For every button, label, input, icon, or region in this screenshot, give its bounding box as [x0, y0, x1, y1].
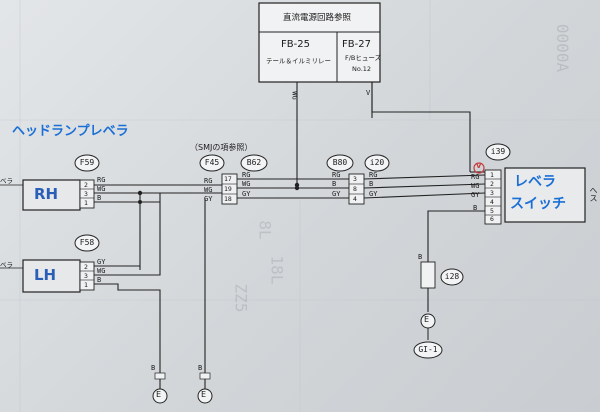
lh-label: LH [34, 266, 57, 284]
f45-wire-label-out: RG [242, 171, 251, 179]
right-edge-label: へス [589, 186, 598, 202]
lh-pin: 3 [84, 272, 88, 280]
connector-b80: B80 [332, 158, 348, 167]
b80-pin: 4 [353, 195, 357, 203]
ground-e-right: E [201, 390, 207, 399]
connector-i28: i28 [444, 272, 460, 281]
rh-wire-label: B [97, 194, 102, 202]
i28-wire-label: B [418, 253, 423, 261]
rh-pin: 1 [84, 199, 88, 207]
switch-wire-label: B [473, 204, 478, 212]
fb27-number: No.12 [352, 65, 372, 73]
connector-f59: F59 [79, 158, 95, 167]
f45-wire-label-out: WG [242, 180, 251, 188]
fb27-label: FB-27 [342, 39, 371, 50]
b80-pin: 3 [353, 175, 357, 183]
f45-pin: 19 [224, 185, 232, 193]
b80-wire-label-out: B [369, 180, 374, 188]
connector-i20: i20 [369, 158, 385, 167]
switch-pin: 6 [490, 215, 494, 223]
f45-wire-label: RG [204, 177, 213, 185]
ground-e-left: E [156, 390, 162, 399]
ghost-text: ZZ5 [231, 283, 251, 313]
connector-f58: F58 [79, 238, 95, 247]
switch-wire-label: GY [471, 191, 480, 199]
rh-wire-label: RG [97, 176, 106, 184]
connector-f45: F45 [204, 158, 220, 167]
lh-pin: 2 [84, 263, 88, 271]
switch-pin: 2 [490, 180, 494, 188]
ghost-text: 18L [267, 255, 287, 285]
wire-label-wg-top: WG [290, 91, 299, 100]
b80-wire-label: RG [332, 171, 341, 179]
rh-pin: 2 [84, 181, 88, 189]
ground-e-g1: E [424, 315, 430, 324]
wire-label-v-top: V [366, 89, 371, 97]
switch-label-1: レベラ [514, 174, 556, 190]
ground-ref-gi1: GI-1 [418, 345, 438, 354]
b80-pin: 8 [353, 185, 357, 193]
rh-wire-label: WG [97, 185, 106, 193]
switch-label-2: スイッチ [510, 196, 566, 212]
f45-wire-label: WG [204, 186, 213, 194]
fb25-sub-label: テール＆イルミリレー [266, 57, 331, 65]
connector-b62: B62 [246, 158, 262, 167]
rh-pin: 3 [84, 190, 88, 198]
b80-wire-label: B [332, 180, 337, 188]
ground-wire-left: B [151, 364, 156, 372]
switch-wire-label: RG [471, 173, 480, 181]
left-title: ヘッドランプレベラ [12, 124, 129, 139]
lh-wire-label: B [97, 276, 102, 284]
f45-wire-label: GY [204, 195, 213, 203]
fb25-label: FB-25 [281, 39, 310, 50]
ground-wire-right: B [198, 364, 203, 372]
b80-wire-label: GY [332, 190, 341, 198]
switch-pin: 3 [490, 189, 494, 197]
switch-marker: V [476, 162, 482, 170]
switch-pin: 5 [490, 207, 494, 215]
connector-i39: i39 [490, 147, 506, 156]
bera-label: ベラ [0, 177, 13, 185]
f45-wire-label-out: GY [242, 190, 251, 198]
b80-wire-label-out: RG [369, 171, 378, 179]
bera-label: ベラ [0, 261, 13, 269]
rh-label: RH [34, 185, 59, 203]
f45-pin: 18 [224, 195, 232, 203]
lh-wire-label: GY [97, 258, 106, 266]
lh-pin: 1 [84, 281, 88, 289]
fb27-sub-label: F/Bヒューズ [345, 54, 382, 62]
top-box-header: 直流電源回路参照 [283, 13, 352, 23]
f45-pin: 17 [224, 175, 232, 183]
b80-wire-label-out: GY [369, 190, 378, 198]
ghost-text: 8L [255, 220, 275, 240]
switch-pin: 4 [490, 198, 494, 206]
switch-wire-label: WG [471, 182, 480, 190]
smj-note: （SMJの項参照） [190, 143, 253, 152]
ghost-text: 0000A [553, 23, 573, 73]
switch-pin: 1 [490, 171, 494, 179]
lh-wire-label: WG [97, 267, 106, 275]
